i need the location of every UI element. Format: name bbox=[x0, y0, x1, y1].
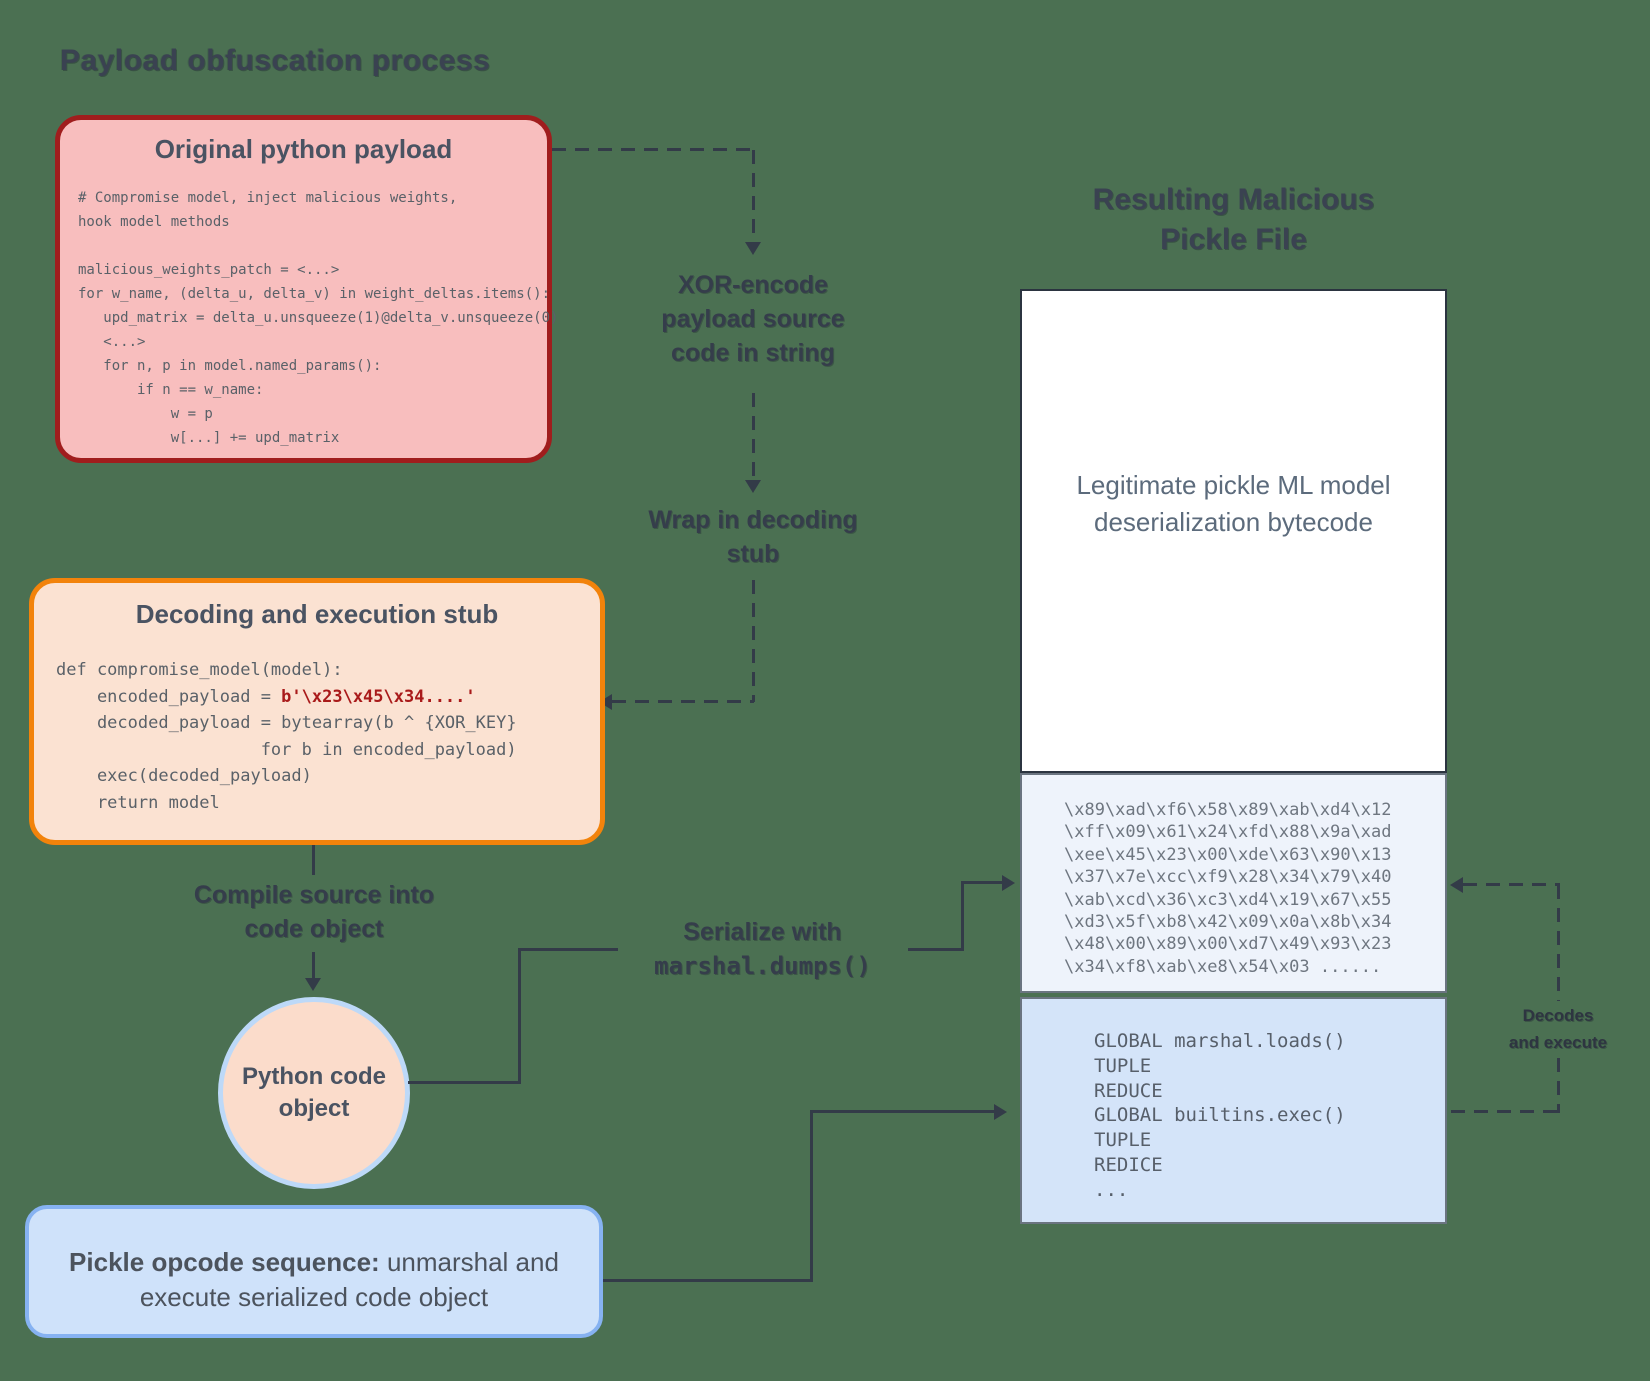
pickle-opcode-sequence-line1: Pickle opcode sequence: unmarshal and bbox=[29, 1245, 599, 1280]
legitimate-bytecode-line1: Legitimate pickle ML model bbox=[1076, 470, 1391, 500]
serialized-bytes-box: \x89\xad\xf6\x58\x89\xab\xd4\x12 \xff\x0… bbox=[1020, 773, 1447, 993]
page-title: Payload obfuscation process bbox=[60, 44, 491, 77]
decodes-path-segment-top bbox=[1463, 883, 1560, 886]
xor-path-segment-down3 bbox=[752, 580, 755, 702]
pickle-opcode-sequence-box: Pickle opcode sequence: unmarshal and ex… bbox=[25, 1205, 603, 1338]
stub-code-after: decoded_payload = bytearray(b ^ {XOR_KEY… bbox=[96, 713, 517, 813]
serialize-path-segment6 bbox=[961, 881, 1005, 884]
python-code-object-circle: Python code object bbox=[218, 997, 410, 1189]
pickle-opcode-sequence-line2: execute serialized code object bbox=[139, 1282, 489, 1312]
decodes-path-segment-bottom bbox=[1451, 1110, 1561, 1113]
serialize-path-segment2 bbox=[518, 950, 521, 1084]
original-payload-box: Original python payload # Compromise mod… bbox=[55, 115, 558, 463]
pickle-file-title-line1: Resulting Malicious bbox=[1092, 183, 1375, 216]
decoding-stub-box: Decoding and execution stub def compromi… bbox=[29, 578, 605, 845]
serialize-path-segment4 bbox=[908, 948, 964, 951]
serialize-path-segment3 bbox=[518, 948, 618, 951]
pickle-opcode-sequence-bold: Pickle opcode sequence: bbox=[69, 1247, 380, 1277]
wrap-stub-label-line2: stub bbox=[726, 540, 780, 568]
xor-path-segment-down2 bbox=[752, 393, 755, 481]
compile-path-segment-top bbox=[312, 845, 315, 875]
arrowhead-down-icon bbox=[745, 480, 761, 493]
arrowhead-right-icon bbox=[1002, 875, 1015, 891]
arrowhead-right-icon bbox=[994, 1104, 1007, 1120]
xor-path-segment-top bbox=[552, 148, 755, 151]
opcode-list-box: GLOBAL marshal.loads() TUPLE REDUCE GLOB… bbox=[1020, 997, 1447, 1224]
circle-label-line2: object bbox=[278, 1095, 350, 1122]
compile-label: Compile source into code object bbox=[164, 878, 464, 946]
wrap-stub-label: Wrap in decoding stub bbox=[613, 503, 893, 571]
circle-label-line1: Python code bbox=[241, 1063, 386, 1090]
pickle-opcode-sequence-rest: unmarshal and bbox=[379, 1247, 559, 1277]
compile-label-line1: Compile source into bbox=[193, 881, 435, 909]
xor-encode-label-line1: XOR-encode bbox=[677, 271, 829, 299]
pickle-file-title: Resulting Malicious Pickle File bbox=[1020, 180, 1447, 260]
serialize-path-segment1 bbox=[408, 1081, 521, 1084]
xor-encode-label-line2: payload source bbox=[661, 305, 845, 333]
arrowhead-down-icon bbox=[745, 242, 761, 255]
wrap-stub-label-line1: Wrap in decoding bbox=[648, 506, 858, 534]
pickle-file-title-line2: Pickle File bbox=[1160, 223, 1307, 256]
decodes-label: Decodes and execute bbox=[1492, 1002, 1624, 1056]
serialize-label: Serialize with marshal.dumps() bbox=[615, 915, 910, 983]
xor-encode-label-line3: code in string bbox=[671, 339, 835, 367]
xor-path-segment-left bbox=[612, 700, 754, 703]
decodes-path-segment-right2 bbox=[1557, 1058, 1560, 1113]
decodes-label-line2: and execute bbox=[1508, 1033, 1608, 1052]
serialize-label-line1: Serialize with bbox=[683, 918, 842, 946]
original-payload-code: # Compromise model, inject malicious wei… bbox=[78, 190, 559, 446]
compile-path-segment-bottom bbox=[312, 952, 315, 980]
compile-label-line2: code object bbox=[244, 915, 384, 943]
encoded-payload-literal: b'\x23\x45\x34....' bbox=[281, 686, 476, 707]
arrowhead-left-icon bbox=[1450, 877, 1463, 893]
legitimate-bytecode-line2: deserialization bytecode bbox=[1094, 507, 1373, 537]
serialized-bytes-text: \x89\xad\xf6\x58\x89\xab\xd4\x12 \xff\x0… bbox=[1064, 800, 1392, 977]
xor-encode-label: XOR-encode payload source code in string bbox=[613, 268, 893, 370]
legitimate-bytecode-box: Legitimate pickle ML model deserializati… bbox=[1020, 289, 1447, 773]
stub-code-before: def compromise_model(model): encoded_pay… bbox=[56, 660, 343, 707]
decoding-stub-code: def compromise_model(model): encoded_pay… bbox=[56, 657, 517, 816]
decoding-stub-title: Decoding and execution stub bbox=[135, 599, 499, 629]
serialize-path-segment5 bbox=[961, 881, 964, 951]
opcode-path-segment2 bbox=[810, 1110, 813, 1282]
original-payload-title: Original python payload bbox=[154, 134, 453, 164]
decodes-label-line1: Decodes bbox=[1522, 1006, 1594, 1025]
opcode-list-text: GLOBAL marshal.loads() TUPLE REDUCE GLOB… bbox=[1094, 1030, 1346, 1201]
opcode-path-segment1 bbox=[603, 1279, 813, 1282]
decodes-path-segment-right1 bbox=[1557, 885, 1560, 1001]
serialize-label-line2: marshal.dumps() bbox=[654, 952, 871, 980]
opcode-path-segment3 bbox=[810, 1110, 996, 1113]
xor-path-segment-down1 bbox=[752, 150, 755, 243]
arrowhead-down-icon bbox=[305, 978, 321, 991]
